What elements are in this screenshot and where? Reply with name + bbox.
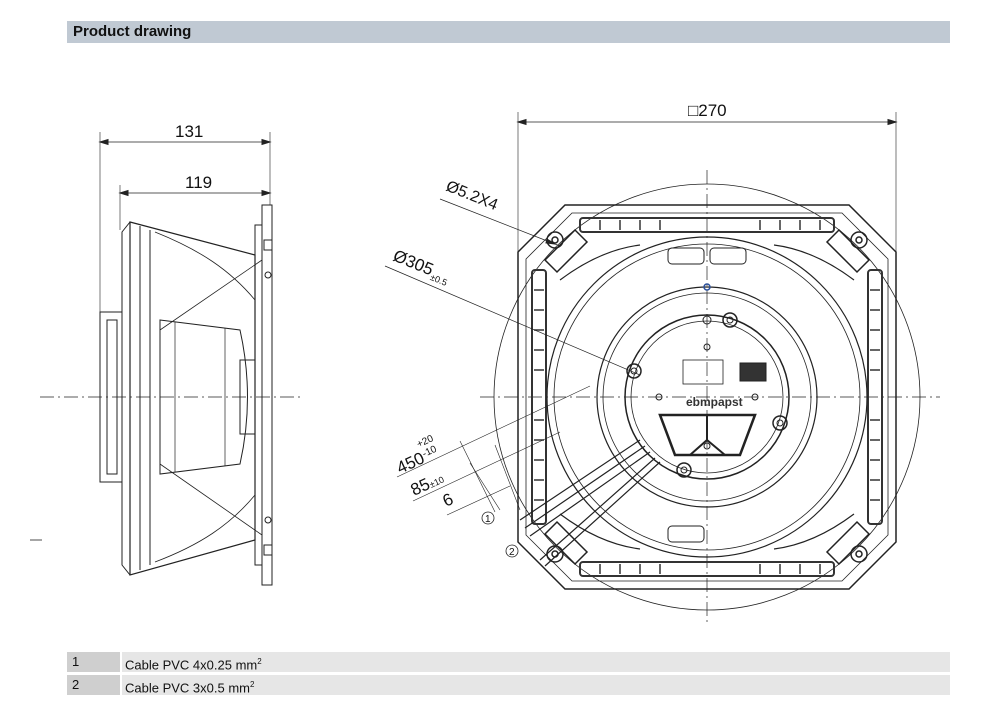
legend-sup: 2 [257, 657, 262, 666]
dim-305-tol: ±0.5 [429, 272, 449, 288]
front-view: □270 [384, 101, 940, 625]
dim-hole-dia: Ø5.2X4 [444, 178, 501, 214]
callout-2: 2 [509, 547, 515, 558]
legend-row: 1 Cable PVC 4x0.25 mm2 [67, 652, 950, 672]
dim-305: Ø305 [391, 246, 437, 279]
dim-131: 131 [175, 122, 203, 141]
ebmpapst-logo: ebmpapst [686, 395, 743, 409]
legend-num: 1 [67, 652, 120, 672]
section-header: Product drawing [67, 21, 950, 43]
dim-119: 119 [185, 173, 212, 192]
section-title: Product drawing [73, 23, 192, 40]
dim-6: 6 [440, 489, 457, 510]
side-view: 131 119 [30, 122, 300, 586]
dim-85: 85 [408, 474, 433, 499]
dim-270: □270 [688, 101, 727, 120]
legend-num: 2 [67, 675, 120, 695]
legend-label: Cable PVC 4x0.25 mm [125, 657, 258, 673]
legend-text: Cable PVC 4x0.25 mm2 [122, 652, 950, 672]
legend-label: Cable PVC 3x0.5 mm [125, 680, 250, 696]
callout-1: 1 [485, 514, 491, 525]
legend-text: Cable PVC 3x0.5 mm2 [122, 675, 950, 695]
legend-sup: 2 [250, 680, 255, 689]
dim-85-tol: ±10 [428, 474, 446, 489]
legend-row: 2 Cable PVC 3x0.5 mm2 [67, 675, 950, 695]
